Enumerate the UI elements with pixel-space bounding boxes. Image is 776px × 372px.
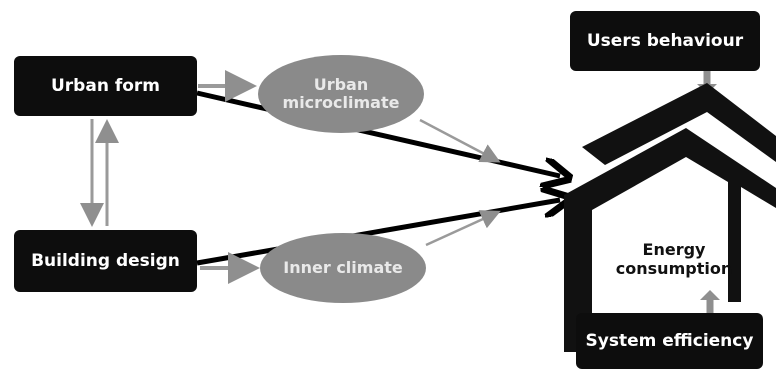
- energy-consumption-label: Energy consumption: [615, 240, 733, 279]
- inner-climate-ellipse: Inner climate: [260, 233, 426, 303]
- urban-form-box: Urban form: [14, 56, 197, 116]
- system-efficiency-box: System efficiency: [576, 313, 763, 369]
- urban-microclimate-ellipse: Urban microclimate: [258, 55, 424, 133]
- building-design-box: Building design: [14, 230, 197, 292]
- users-behaviour-label: Users behaviour: [586, 31, 744, 51]
- urban-form-label: Urban form: [50, 76, 161, 96]
- urban-microclimate-label: Urban microclimate: [282, 74, 400, 112]
- house-icon: [564, 83, 776, 352]
- users-behaviour-box: Users behaviour: [570, 11, 760, 71]
- inner-climate-label: Inner climate: [283, 257, 403, 277]
- building-design-label: Building design: [31, 251, 180, 271]
- system-efficiency-label: System efficiency: [585, 331, 754, 351]
- arrow-inner-climate-to-energy: [425, 210, 501, 247]
- arrow-microclimate-to-energy: [419, 118, 501, 163]
